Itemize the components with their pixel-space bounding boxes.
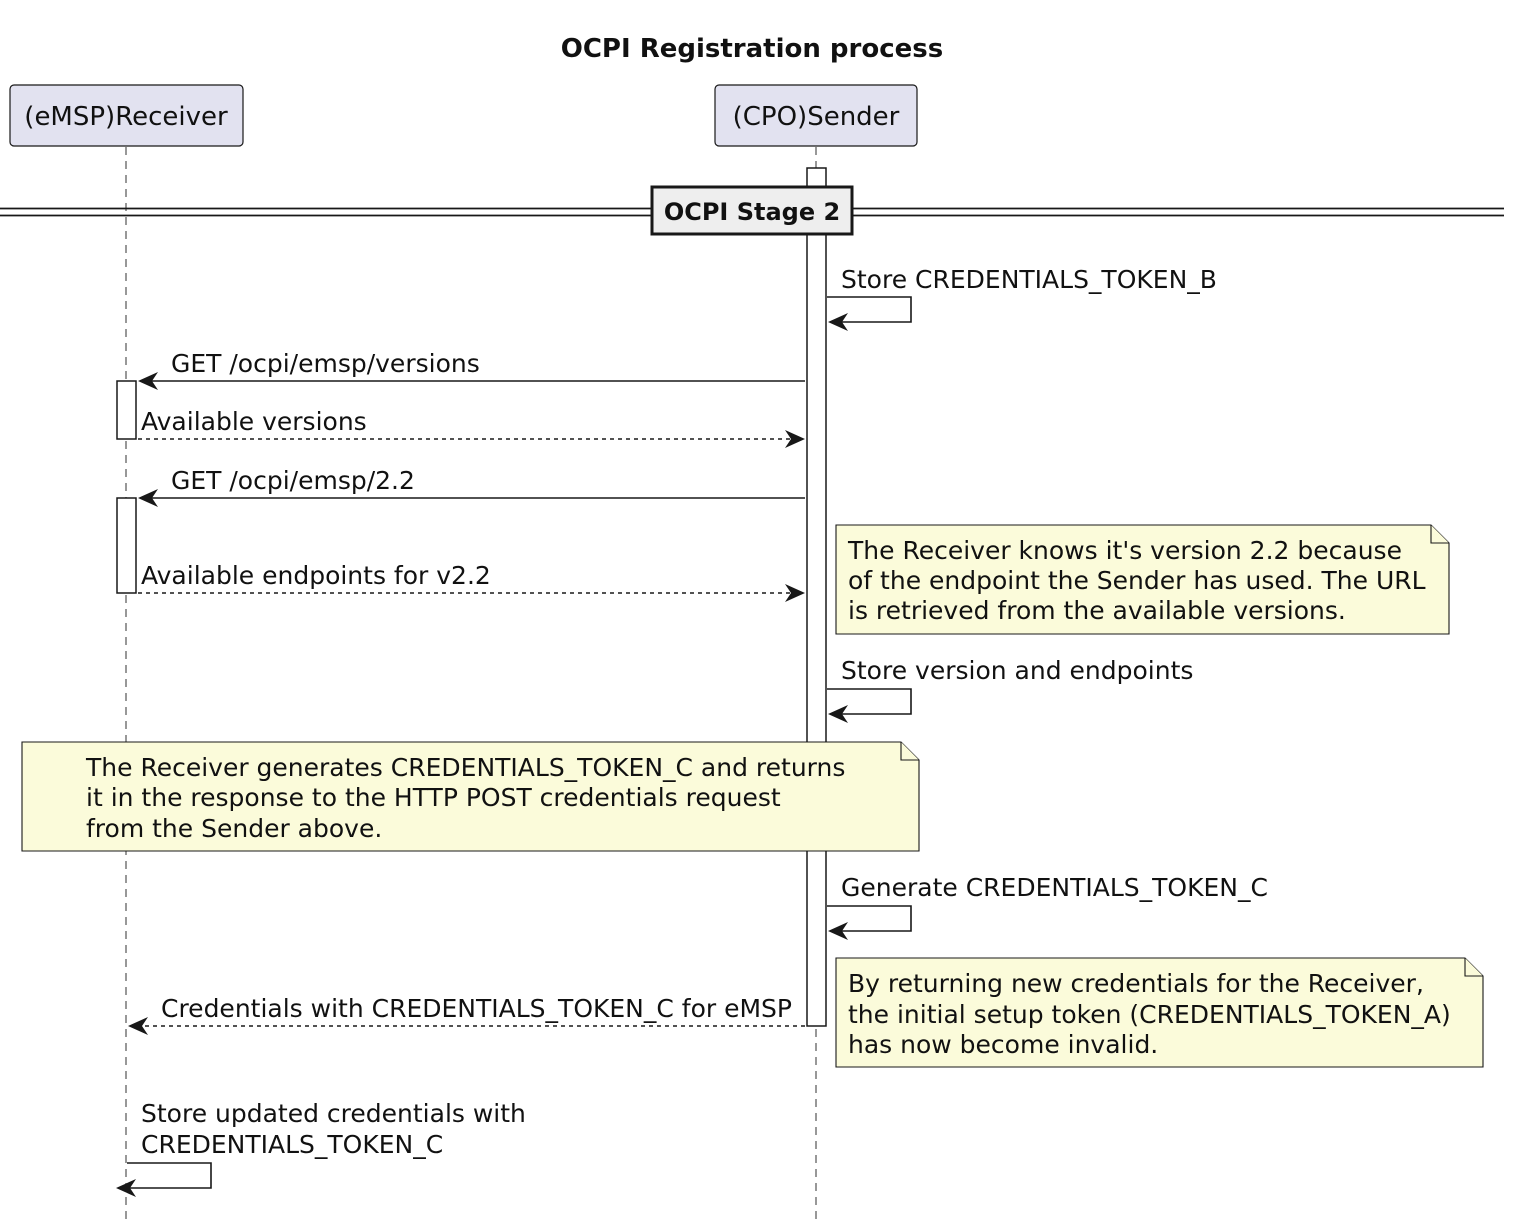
message-store-version-endpoints: Store version and endpoints: [827, 656, 1193, 723]
arrow-head: [785, 430, 805, 448]
participant-sender-box: [714, 84, 918, 147]
note-receiver-generates-line-2: it in the response to the HTTP POST cred…: [86, 783, 781, 812]
arrow-head: [138, 489, 158, 507]
note-version-line-1: The Receiver knows it's version 2.2 beca…: [847, 536, 1402, 565]
receiver-activation-endpoints: [116, 497, 137, 594]
participant-sender-label: (CPO)Sender: [733, 102, 900, 132]
note-version-line-2: of the endpoint the Sender has used. The…: [848, 566, 1426, 595]
self-arrow-line: [827, 296, 912, 323]
arrow-head: [128, 1017, 148, 1035]
note-version-fold: [1430, 525, 1449, 544]
note-token-invalid-line-1: By returning new credentials for the Rec…: [848, 969, 1424, 998]
self-arrow-line: [827, 905, 912, 932]
note-token-invalid-box: [835, 957, 1484, 1068]
message-get-version-22: GET /ocpi/emsp/2.2: [138, 466, 805, 507]
divider-label-box: [650, 185, 854, 236]
note-receiver-generates: The Receiver generates CREDENTIALS_TOKEN…: [21, 741, 920, 852]
note-version-box: [835, 524, 1450, 635]
arrow-head: [116, 1179, 136, 1197]
message-store-token-b-label: Store CREDENTIALS_TOKEN_B: [841, 265, 1217, 294]
arrow-head: [828, 313, 848, 331]
note-token-invalid: By returning new credentials for the Rec…: [835, 957, 1484, 1068]
message-store-updated-line-2: CREDENTIALS_TOKEN_C: [141, 1130, 443, 1159]
self-arrow-line: [827, 688, 912, 715]
note-receiver-generates-line-1: The Receiver generates CREDENTIALS_TOKEN…: [85, 753, 845, 782]
message-get-versions-label: GET /ocpi/emsp/versions: [171, 349, 480, 378]
message-available-endpoints: Available endpoints for v2.2: [138, 561, 805, 602]
note-token-invalid-fold: [1464, 958, 1483, 977]
stage-divider: OCPI Stage 2: [0, 185, 1504, 236]
message-credentials-token-c: Credentials with CREDENTIALS_TOKEN_C for…: [128, 994, 805, 1035]
message-store-token-b: Store CREDENTIALS_TOKEN_B: [827, 265, 1217, 331]
note-receiver-generates-fold: [900, 742, 919, 761]
message-generate-token-c-label: Generate CREDENTIALS_TOKEN_C: [841, 873, 1268, 902]
divider-label: OCPI Stage 2: [664, 198, 840, 226]
message-get-version-22-label: GET /ocpi/emsp/2.2: [171, 466, 415, 495]
arrow-head: [828, 705, 848, 723]
participant-receiver-label: (eMSP)Receiver: [24, 102, 228, 132]
message-store-version-endpoints-label: Store version and endpoints: [841, 656, 1193, 685]
message-generate-token-c: Generate CREDENTIALS_TOKEN_C: [827, 873, 1268, 940]
arrow-head: [785, 584, 805, 602]
note-token-invalid-line-2: the initial setup token (CREDENTIALS_TOK…: [848, 1000, 1451, 1029]
participant-receiver-box: [9, 84, 244, 147]
arrow-head: [828, 922, 848, 940]
message-credentials-token-c-label: Credentials with CREDENTIALS_TOKEN_C for…: [161, 994, 792, 1023]
sender-activation-bar: [806, 167, 827, 1027]
note-receiver-generates-box: [21, 741, 920, 852]
message-available-endpoints-label: Available endpoints for v2.2: [141, 561, 491, 590]
arrow-head: [138, 372, 158, 390]
note-token-invalid-line-3: has now become invalid.: [848, 1030, 1158, 1059]
message-available-versions-label: Available versions: [141, 407, 367, 436]
participant-receiver: (eMSP)Receiver: [9, 84, 244, 147]
message-store-updated-line-1: Store updated credentials with: [141, 1099, 526, 1128]
participant-sender: (CPO)Sender: [714, 84, 918, 147]
message-get-versions: GET /ocpi/emsp/versions: [138, 349, 805, 390]
receiver-activation-versions: [116, 380, 137, 440]
diagram-title: OCPI Registration process: [561, 34, 943, 64]
message-available-versions: Available versions: [138, 407, 805, 448]
note-version-line-3: is retrieved from the available versions…: [848, 596, 1346, 625]
self-arrow-line: [119, 1162, 212, 1189]
message-store-updated-credentials: Store updated credentials with CREDENTIA…: [116, 1099, 526, 1197]
note-receiver-generates-line-3: from the Sender above.: [86, 814, 382, 843]
note-version: The Receiver knows it's version 2.2 beca…: [835, 524, 1450, 635]
